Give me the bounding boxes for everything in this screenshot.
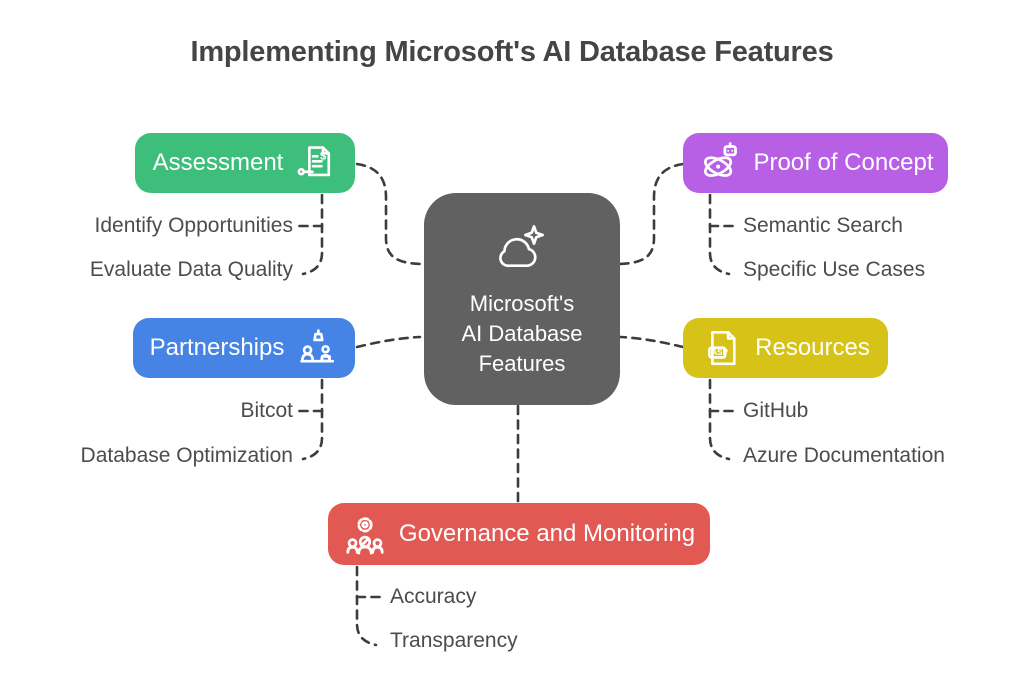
connector-assessment-children (301, 193, 324, 276)
meeting-people-icon (296, 327, 338, 369)
connector-governance-children (355, 565, 378, 647)
svg-text:ASP: ASP (711, 348, 728, 357)
sublabel-evaluate-data-quality: Evaluate Data Quality (89, 258, 293, 281)
sublabel-specific-use-cases: Specific Use Cases (743, 258, 926, 281)
connector-assessment-center (355, 162, 422, 266)
sublabel-transparency: Transparency (390, 629, 518, 652)
connector-resources-center (618, 335, 685, 349)
sublabel-azure-documentation: Azure Documentation (743, 444, 945, 467)
sublabel-accuracy: Accuracy (390, 585, 477, 608)
connector-poc-center (618, 162, 685, 266)
svg-text:$: $ (320, 151, 327, 163)
node-assessment: Assessment $ (135, 133, 355, 193)
node-proof-of-concept-label: Proof of Concept (753, 149, 934, 176)
sublabel-identify-opportunities: Identify Opportunities (94, 214, 293, 237)
sublabel-bitcot: Bitcot (240, 399, 293, 422)
node-proof-of-concept: Proof of Concept (683, 133, 948, 193)
node-governance-label: Governance and Monitoring (398, 520, 696, 547)
cloud-sparkle-icon (484, 219, 560, 283)
connector-partnerships-children (301, 378, 324, 461)
node-resources: ASP Resources (683, 318, 888, 378)
node-resources-label: Resources (755, 334, 870, 361)
node-partnerships: Partnerships (133, 318, 355, 378)
sublabel-github: GitHub (743, 399, 809, 422)
connector-resources-children (708, 378, 731, 461)
connector-partnerships-center (355, 335, 422, 349)
node-governance: Governance and Monitoring (328, 503, 710, 565)
gear-people-icon (343, 512, 387, 556)
center-node-label: Microsoft's AI Database Features (461, 291, 583, 376)
center-node: Microsoft's AI Database Features (424, 193, 620, 405)
invoice-audit-icon: $ (295, 142, 337, 184)
atom-robot-icon (697, 141, 741, 185)
node-assessment-label: Assessment (152, 149, 284, 176)
page-title: Implementing Microsoft's AI Database Fea… (190, 36, 834, 68)
asp-file-icon: ASP (701, 327, 743, 369)
node-partnerships-label: Partnerships (149, 334, 285, 361)
connector-poc-children (708, 193, 731, 276)
sublabel-semantic-search: Semantic Search (743, 214, 903, 237)
sublabel-database-optimization: Database Optimization (80, 444, 293, 467)
